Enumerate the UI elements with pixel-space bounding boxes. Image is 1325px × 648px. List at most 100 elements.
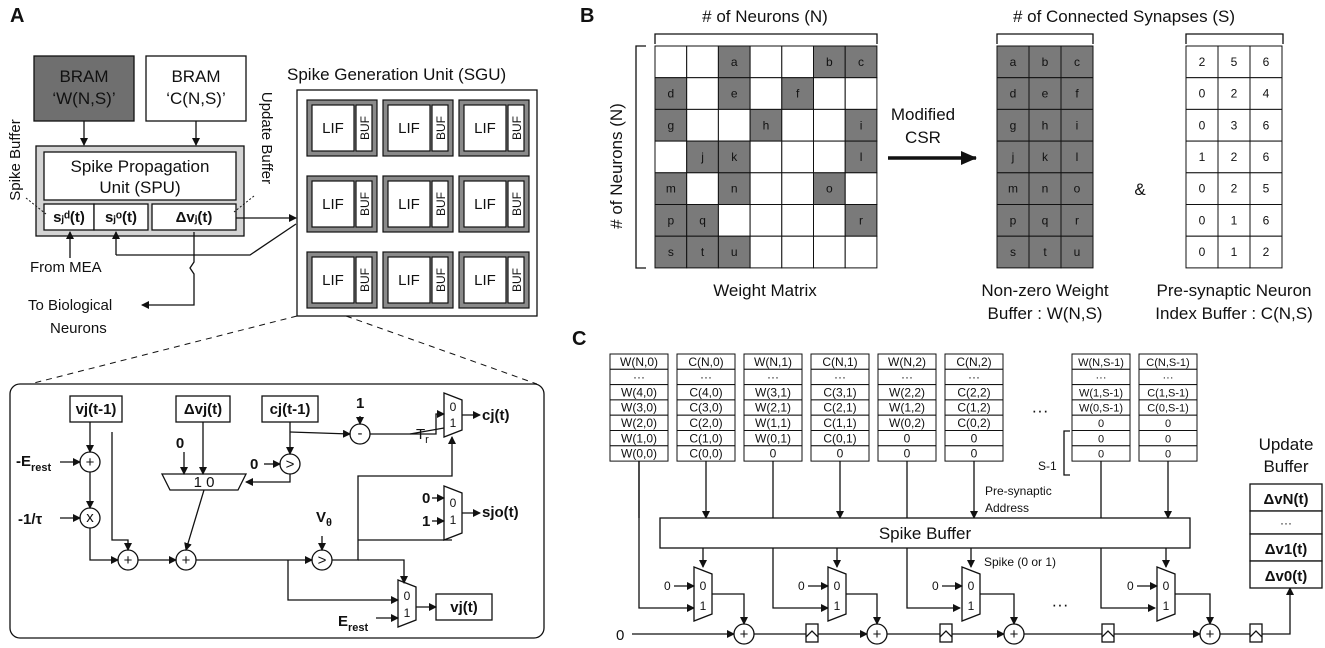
column-cell-text: C(3,0) (689, 401, 722, 415)
nz-cell-text: h (1042, 118, 1049, 132)
pipe-adder-sym: + (1010, 626, 1019, 643)
matrix-cell (813, 140, 846, 174)
idx-cell-text: 1 (1199, 150, 1206, 164)
mux-vj (397, 579, 417, 628)
lif-core-0-0 (311, 104, 355, 152)
pipe-mux-0-label: 0 (1163, 579, 1170, 593)
idx-cell (1185, 77, 1219, 110)
matrix-cell (781, 108, 814, 142)
mux-so-1: 1 (450, 513, 457, 527)
update-cell-text: ··· (1280, 516, 1292, 530)
column-cell-text: C(2,2) (957, 385, 990, 399)
column-cell (743, 445, 803, 462)
matrix-cell-text: u (731, 245, 738, 259)
nz-cell (1060, 204, 1094, 237)
column-cell-text: C(N,S-1) (1146, 357, 1189, 369)
nz-label-line2: Buffer : W(N,S) (988, 304, 1103, 323)
nz-cell-text: a (1010, 55, 1017, 69)
bram-w-box (33, 55, 135, 122)
matrix-cell-text: o (826, 182, 833, 196)
column-cell-text: ··· (1096, 372, 1107, 384)
nz-cell (1060, 172, 1094, 206)
pipe-mux-0 (693, 566, 713, 622)
matrix-cell (844, 172, 878, 206)
nz-label-line1: Non-zero Weight (981, 281, 1109, 300)
column-cell-text: W(1,2) (889, 401, 925, 415)
lif-label-1-0: LIF (322, 196, 344, 213)
pipe-mux-0-label: 0 (700, 579, 707, 593)
pipe-mux-1-label: 1 (1163, 599, 1170, 613)
pipe-register-clock (1101, 630, 1115, 638)
mux-dv-zero-in: 0 (176, 435, 184, 452)
pipe-mux-3 (1156, 566, 1176, 622)
matrix-cell (749, 45, 783, 79)
idx-cell-text: 0 (1199, 87, 1206, 101)
matrix-cell (749, 172, 783, 206)
matrix-cell-text: c (858, 55, 864, 69)
column-cell (944, 445, 1004, 462)
column-cell-text: ··· (633, 370, 645, 384)
mux-so-0: 0 (450, 496, 457, 510)
update-buffer-c-line1: Update (1259, 435, 1314, 454)
spu-line2: Unit (SPU) (99, 178, 180, 197)
matrix-cell (686, 204, 719, 237)
nz-cell-text: u (1074, 245, 1081, 259)
mux-cj (443, 392, 463, 438)
subtractor-sym: - (358, 425, 363, 442)
idx-cell (1249, 77, 1283, 110)
update-buffer-c: ΔvN(t)···Δv1(t)Δv0(t) (1249, 483, 1323, 589)
idx-cell (1249, 45, 1283, 79)
nz-cell-text: j (1011, 150, 1015, 164)
adder-dv-sym: + (182, 552, 191, 569)
matrix-cell (717, 45, 751, 79)
lif-label-1-1: LIF (398, 196, 420, 213)
nz-cell (996, 235, 1030, 269)
column-cell (877, 445, 937, 462)
matrix-cell (686, 108, 719, 142)
pipe-mux-0-label: 0 (834, 579, 841, 593)
column-cell-text: C(1,S-1) (1147, 387, 1189, 399)
idx-cell-text: 1 (1231, 245, 1238, 259)
pipe-adder-sym: + (740, 626, 749, 643)
erest-label: Erest (338, 613, 369, 634)
matrix-cell (813, 172, 846, 206)
matrix-cell (844, 235, 878, 269)
matrix-cell-text: i (860, 118, 863, 132)
spu-so-text: sⱼᵒ(t) (105, 209, 137, 226)
idx-cell-text: 6 (1263, 150, 1270, 164)
csr-line2: CSR (905, 128, 941, 147)
column-cell (810, 445, 870, 462)
idx-cell-text: 2 (1199, 55, 1206, 69)
pipe-wire (980, 593, 1018, 625)
lif-core-2-2 (463, 256, 507, 304)
idx-cell (1249, 235, 1283, 269)
buf-box-0-2 (507, 104, 525, 152)
spu-dv-text: Δvⱼ(t) (176, 209, 213, 226)
column-cell-text: W(N,1) (754, 355, 792, 369)
lif-label-2-0: LIF (322, 272, 344, 289)
cj-prev-text: cj(t-1) (270, 401, 311, 418)
matrix-cell-text: g (668, 118, 675, 132)
buf-box-1-0 (355, 180, 373, 228)
matrix-cell (749, 235, 783, 269)
matrix-cell (654, 108, 688, 142)
update-buffer-pointer (233, 195, 255, 213)
column-cell (1138, 445, 1198, 462)
pipe-zero-in: 0 (664, 579, 671, 593)
column-cell-text: W(1,1) (755, 416, 791, 430)
to-bio-line2: Neurons (50, 320, 107, 337)
buf-label-0-2: BUF (510, 116, 524, 140)
bram-w-line1: BRAM (59, 67, 108, 86)
nz-cell-text: e (1042, 87, 1049, 101)
column-cell-text: W(0,1) (755, 431, 791, 445)
column-cell (676, 445, 736, 462)
matrix-cell (686, 235, 719, 269)
buf-box-0-1 (431, 104, 449, 152)
idx-cell-text: 2 (1231, 150, 1238, 164)
pre-label-line1: Pre-synaptic Neuron (1157, 281, 1312, 300)
matrix-cell (781, 172, 814, 206)
buf-label-2-2: BUF (510, 268, 524, 292)
to-bio-line1: To Biological (28, 297, 112, 314)
mux-vj-1: 1 (404, 606, 411, 620)
